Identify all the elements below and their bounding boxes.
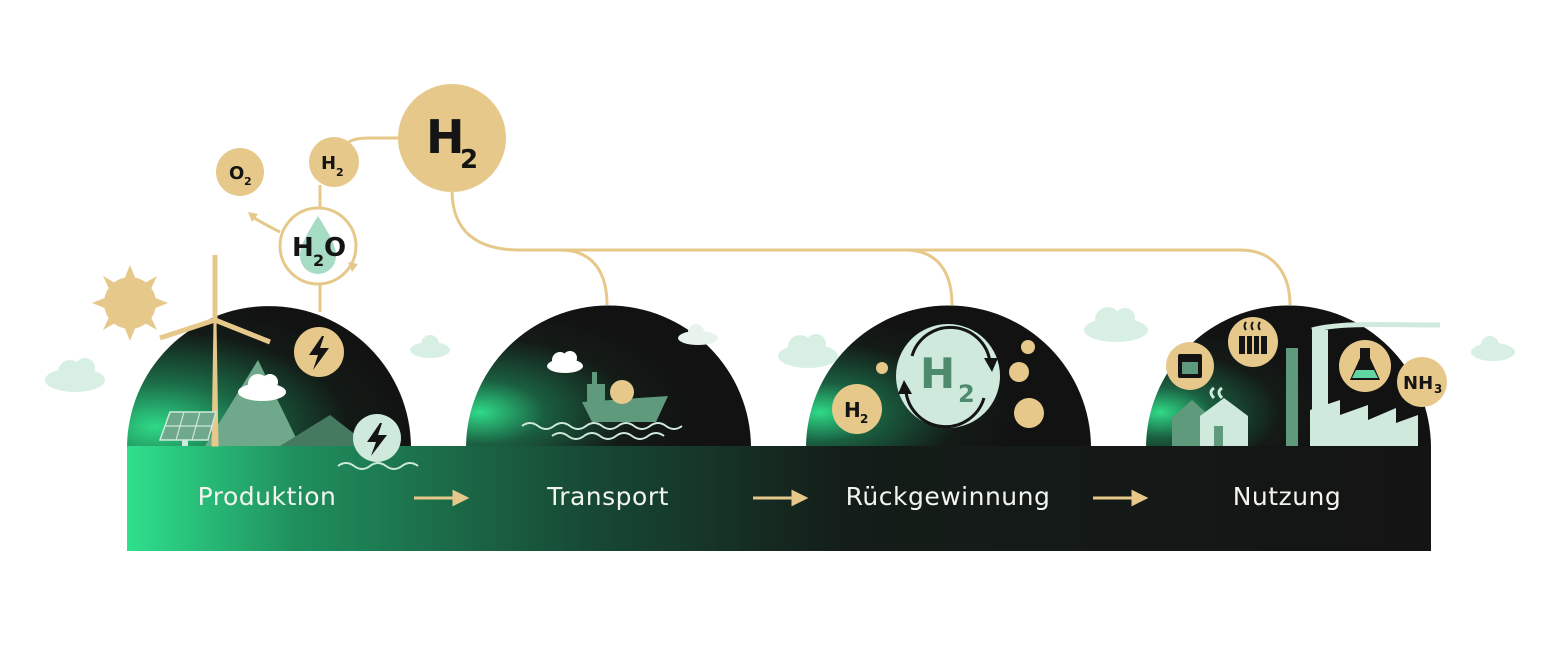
water-subscript: 2 (313, 251, 324, 270)
hydrogen-molecule-small (832, 384, 882, 434)
ammonia-subscript: 3 (1434, 382, 1442, 396)
cloud-icon (410, 335, 450, 358)
stage-label-rueckgewinnung: Rückgewinnung (845, 482, 1051, 511)
lightning-icon (353, 414, 401, 462)
hydrogen-subscript: 2 (958, 380, 975, 408)
radiator-icon (1228, 317, 1278, 367)
bubble-dots (876, 340, 1044, 428)
hydrogen-molecule-large (398, 84, 506, 192)
flow-arrows (414, 489, 1149, 507)
ammonia-symbol: NH (1403, 373, 1433, 394)
cloud-icon (1471, 336, 1515, 361)
water-waves (521, 422, 683, 440)
water-drop-icon (248, 206, 358, 286)
hydrogen-symbol: H (920, 349, 955, 398)
ammonia-molecule (1397, 357, 1447, 407)
cloud-icon (778, 334, 838, 368)
factory-icon (1286, 321, 1441, 446)
water-symbol: H (292, 233, 314, 263)
water-oxygen: O (324, 233, 346, 263)
connector-lines (318, 136, 1292, 312)
mountain-scene (205, 360, 370, 446)
oxygen-molecule (216, 148, 264, 196)
hydrogen-large-symbol: H (426, 110, 465, 164)
cloud-icon (547, 351, 583, 373)
hydrogen-medium-symbol: H (321, 153, 336, 174)
cloud-icon (678, 324, 718, 345)
oven-icon (1166, 342, 1214, 390)
cloud-icon (45, 358, 105, 392)
cloud-icon (1084, 307, 1148, 342)
lightning-icon (294, 327, 344, 377)
sun-icon (92, 265, 168, 341)
hydrogen-medium-subscript: 2 (336, 166, 344, 179)
hydrogen-small-subscript: 2 (860, 412, 868, 426)
hydrogen-molecule-medium (309, 137, 359, 187)
flask-icon (1339, 340, 1391, 392)
water-waves (337, 462, 419, 470)
stage-label-transport: Transport (547, 482, 669, 511)
ship-icon (582, 372, 668, 422)
cloud-icon (238, 374, 286, 401)
stage-label-produktion: Produktion (197, 482, 337, 511)
house-icon (1172, 386, 1248, 446)
hydrogen-large-subscript: 2 (460, 145, 478, 175)
dome-transport (466, 305, 751, 448)
stage-label-nutzung: Nutzung (1232, 482, 1342, 511)
oxygen-subscript: 2 (244, 175, 252, 188)
oxygen-symbol: O (229, 163, 244, 184)
hydrogen-small-symbol: H (844, 398, 861, 422)
recycle-arrows-icon (896, 324, 1000, 429)
solar-panel-icon (158, 411, 217, 446)
